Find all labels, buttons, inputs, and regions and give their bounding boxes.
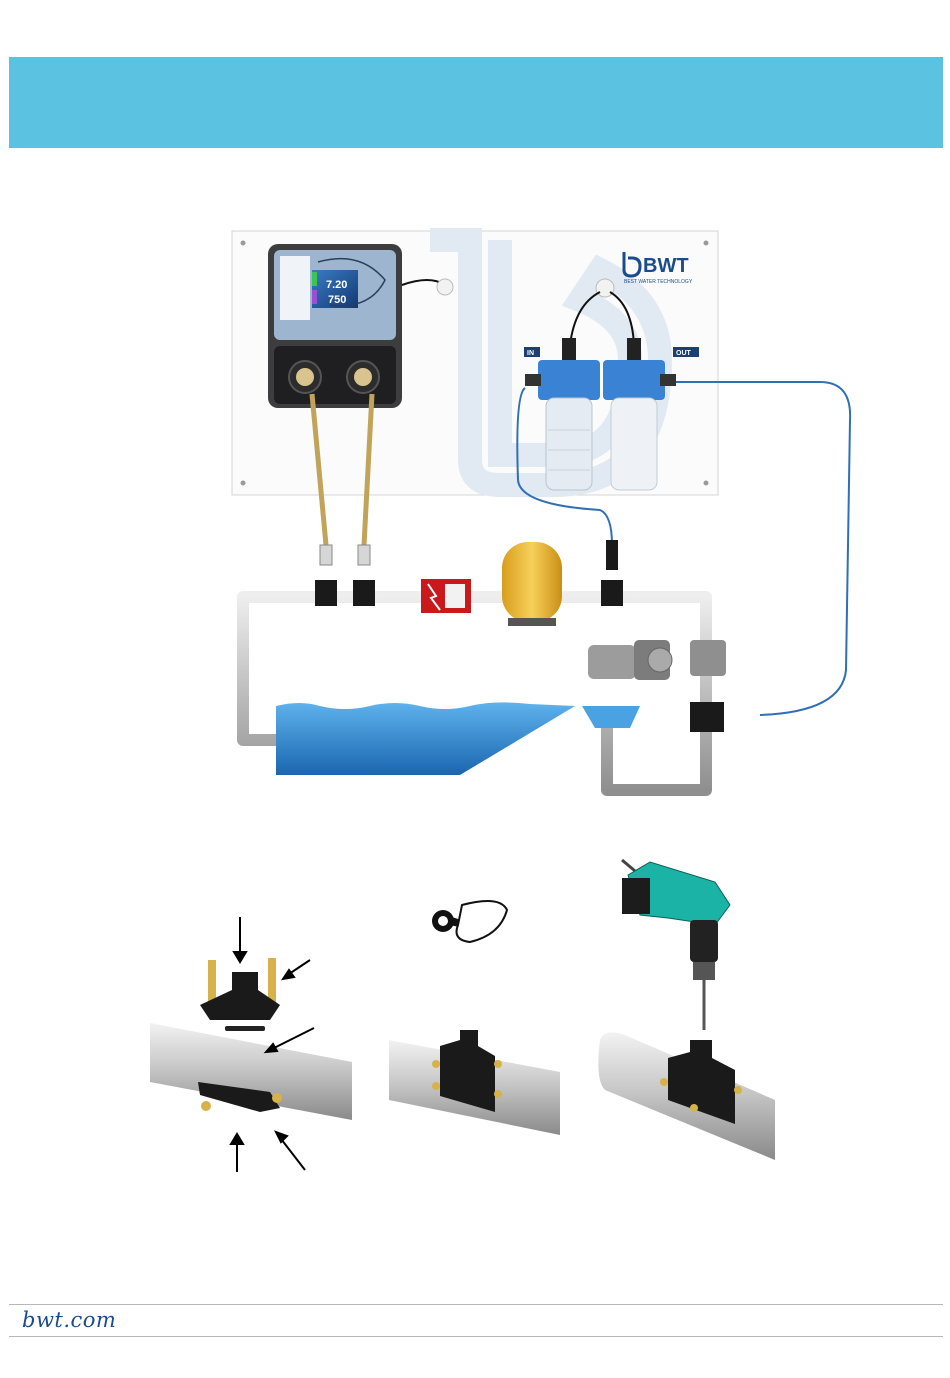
display-redox-value: 750 bbox=[328, 294, 346, 306]
pump-motor-icon bbox=[588, 640, 726, 680]
footer-divider-bottom bbox=[9, 1336, 943, 1337]
footer-divider-top bbox=[9, 1304, 943, 1305]
pool-basin bbox=[276, 702, 640, 775]
display-ph-value: 7.20 bbox=[326, 279, 347, 291]
panel-brand-name: BWT bbox=[643, 255, 689, 277]
electrical-panel-icon bbox=[421, 579, 471, 613]
drill-icon bbox=[622, 860, 730, 1030]
step2-pipe bbox=[389, 1030, 560, 1135]
step3-pipe bbox=[598, 1032, 775, 1160]
outlet-label: OUT bbox=[676, 350, 692, 357]
sand-filter-icon bbox=[502, 542, 562, 626]
wrench-hand-icon bbox=[432, 901, 507, 942]
panel-brand-tagline: BEST WATER TECHNOLOGY bbox=[624, 279, 693, 285]
inlet-label: IN bbox=[527, 350, 534, 357]
sampling-fitting bbox=[690, 702, 724, 732]
footer-website[interactable]: bwt.com bbox=[22, 1308, 116, 1332]
